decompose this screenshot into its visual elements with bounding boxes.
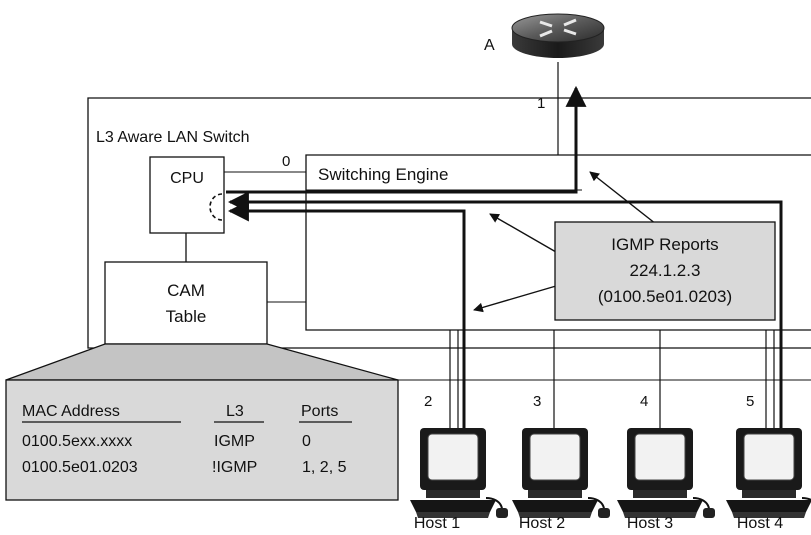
igmp-reports-mac: (0100.5e01.0203) [598,287,732,306]
host-4-label: Host 4 [737,515,783,532]
host-1-label: Host 1 [414,515,460,532]
port-5-label: 5 [746,393,754,410]
host-2-computer-icon [511,427,611,519]
port-4-label: 4 [640,393,648,410]
cam-label-line2: Table [166,307,207,326]
cam-box [104,261,268,345]
cam-table-panel [5,379,399,501]
port-2-label: 2 [424,393,432,410]
switching-engine-label: Switching Engine [318,165,448,184]
cam-header-l3: L3 [226,403,244,420]
cam-header-mac: MAC Address [22,403,120,420]
cam-row2-l3: !IGMP [212,459,257,476]
port-3-label: 3 [533,393,541,410]
host-2-label: Host 2 [519,515,565,532]
router-a-icon [511,13,605,58]
igmp-report-paths [226,85,783,432]
cam-callout-trapezoid [5,343,399,381]
igmp-reports-group: 224.1.2.3 [630,261,701,280]
cam-row2-ports: 1, 2, 5 [302,459,347,476]
report-pointer-arrows [473,171,657,313]
port-0-label: 0 [282,153,290,170]
cam-row2-mac: 0100.5e01.0203 [22,459,138,476]
cpu-label: CPU [170,170,204,187]
cam-row1-l3: IGMP [214,433,255,450]
host-1-computer-icon [409,427,509,519]
cam-label-line1: CAM [167,281,205,300]
cam-header-ports: Ports [301,403,338,420]
host-3-label: Host 3 [627,515,673,532]
igmp-reports-box [554,221,776,321]
cam-row1-mac: 0100.5exx.xxxx [22,433,132,450]
host-4-computer-icon [725,427,811,519]
cpu-box [149,156,225,234]
igmp-reports-title: IGMP Reports [611,235,718,254]
router-label: A [484,37,495,54]
host-3-computer-icon [616,427,716,519]
switch-title: L3 Aware LAN Switch [96,129,250,146]
cam-row1-ports: 0 [302,433,311,450]
port-1-label: 1 [537,95,545,112]
